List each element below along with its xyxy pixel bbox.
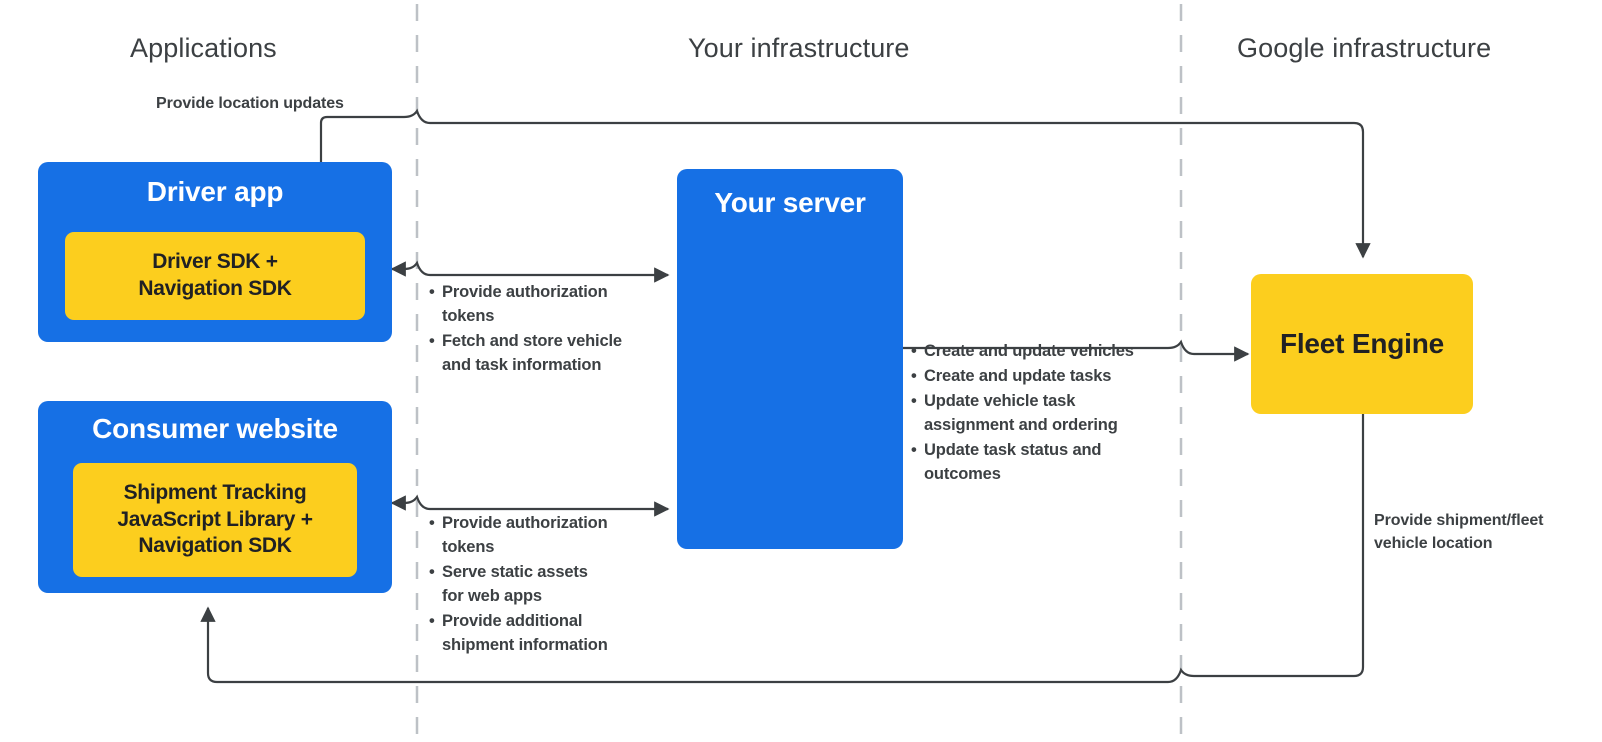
driver-sdk-line-1: Driver SDK + [152, 250, 278, 274]
bullet-line: Serve static assets [442, 562, 588, 581]
node-driver-sdk[interactable]: Driver SDK + Navigation SDK [65, 232, 365, 320]
driver-sdk-line-2: Navigation SDK [138, 277, 292, 300]
edge-label-provide-location-updates: Provide location updates [156, 95, 344, 112]
edge-driver-app-server [390, 260, 670, 283]
bullet-item: Provide authorization tokens [429, 281, 654, 329]
bullet-line: Provide additional [442, 611, 583, 630]
consumer-website-title: Consumer website [92, 413, 338, 444]
shipment-tracking-line-3: Navigation SDK [138, 534, 292, 558]
edge-driver-to-fleet-engine [319, 108, 1371, 259]
bullet-line: shipment information [442, 635, 608, 654]
bullet-item: Provide authorization tokens [429, 512, 659, 560]
bullet-line: and task information [442, 355, 602, 374]
bullet-line: Update task status and [924, 440, 1102, 459]
node-consumer-website[interactable]: Consumer website Shipment Tracking JavaS… [38, 401, 392, 593]
bullets-consumer-website-server: Provide authorization tokens Serve stati… [429, 512, 659, 659]
node-shipment-tracking-js-library[interactable]: Shipment Tracking JavaScript Library + N… [73, 463, 357, 577]
bullet-item: Create and update tasks [911, 365, 1161, 389]
bullet-line: tokens [442, 306, 495, 325]
edge-consumer-server [390, 494, 670, 517]
bullet-item: Provide additional shipment information [429, 610, 659, 658]
bullet-line: tokens [442, 537, 495, 556]
bullets-server-fleet-engine: Create and update vehicles Create and up… [911, 340, 1161, 488]
driver-app-title: Driver app [146, 176, 284, 207]
bullet-item: Update task status and outcomes [911, 439, 1161, 487]
zone-label-your-infrastructure: Your infrastructure [688, 33, 910, 63]
edge-server-to-fleet-engine [903, 339, 1250, 362]
bullets-driver-app-server: Provide authorization tokens Fetch and s… [429, 281, 654, 379]
driver-sdk-label: Driver SDK + Navigation SDK [132, 249, 297, 303]
bullet-item: Update vehicle task assignment and order… [911, 390, 1161, 438]
bullet-line: for web apps [442, 586, 542, 605]
shipment-location-line-2: vehicle location [1374, 535, 1493, 553]
node-your-server[interactable]: Your server [677, 169, 903, 549]
bullet-line: Update vehicle task [924, 391, 1076, 410]
bullet-line: outcomes [924, 464, 1001, 483]
bullet-line: assignment and ordering [924, 415, 1118, 434]
your-server-title: Your server [714, 187, 866, 218]
fleet-engine-title: Fleet Engine [1279, 328, 1445, 359]
edge-fleet-engine-to-consumer [200, 413, 1365, 684]
shipment-tracking-label: Shipment Tracking JavaScript Library + N… [111, 480, 318, 561]
node-driver-app[interactable]: Driver app Driver SDK + Navigation SDK [38, 162, 392, 342]
bullet-line: Provide authorization [442, 283, 608, 301]
zone-label-applications: Applications [130, 33, 277, 63]
bullet-line: Create and update vehicles [924, 342, 1134, 360]
shipment-tracking-line-2: JavaScript Library + [117, 507, 313, 531]
bullet-item: Create and update vehicles [911, 340, 1161, 364]
node-fleet-engine[interactable]: Fleet Engine [1251, 274, 1473, 414]
bullet-line: Create and update tasks [924, 366, 1112, 385]
shipment-tracking-line-1: Shipment Tracking [123, 480, 307, 504]
zone-label-google-infrastructure: Google infrastructure [1237, 33, 1492, 63]
bullet-item: Fetch and store vehicle and task informa… [429, 330, 654, 378]
bullet-item: Serve static assets for web apps [429, 561, 659, 609]
edge-label-provide-shipment-fleet-vehicle-location: Provide shipment/fleet vehicle location [1374, 509, 1589, 555]
shipment-location-line-1: Provide shipment/fleet [1374, 512, 1544, 529]
bullet-line: Fetch and store vehicle [442, 331, 622, 350]
bullet-line: Provide authorization [442, 514, 608, 532]
